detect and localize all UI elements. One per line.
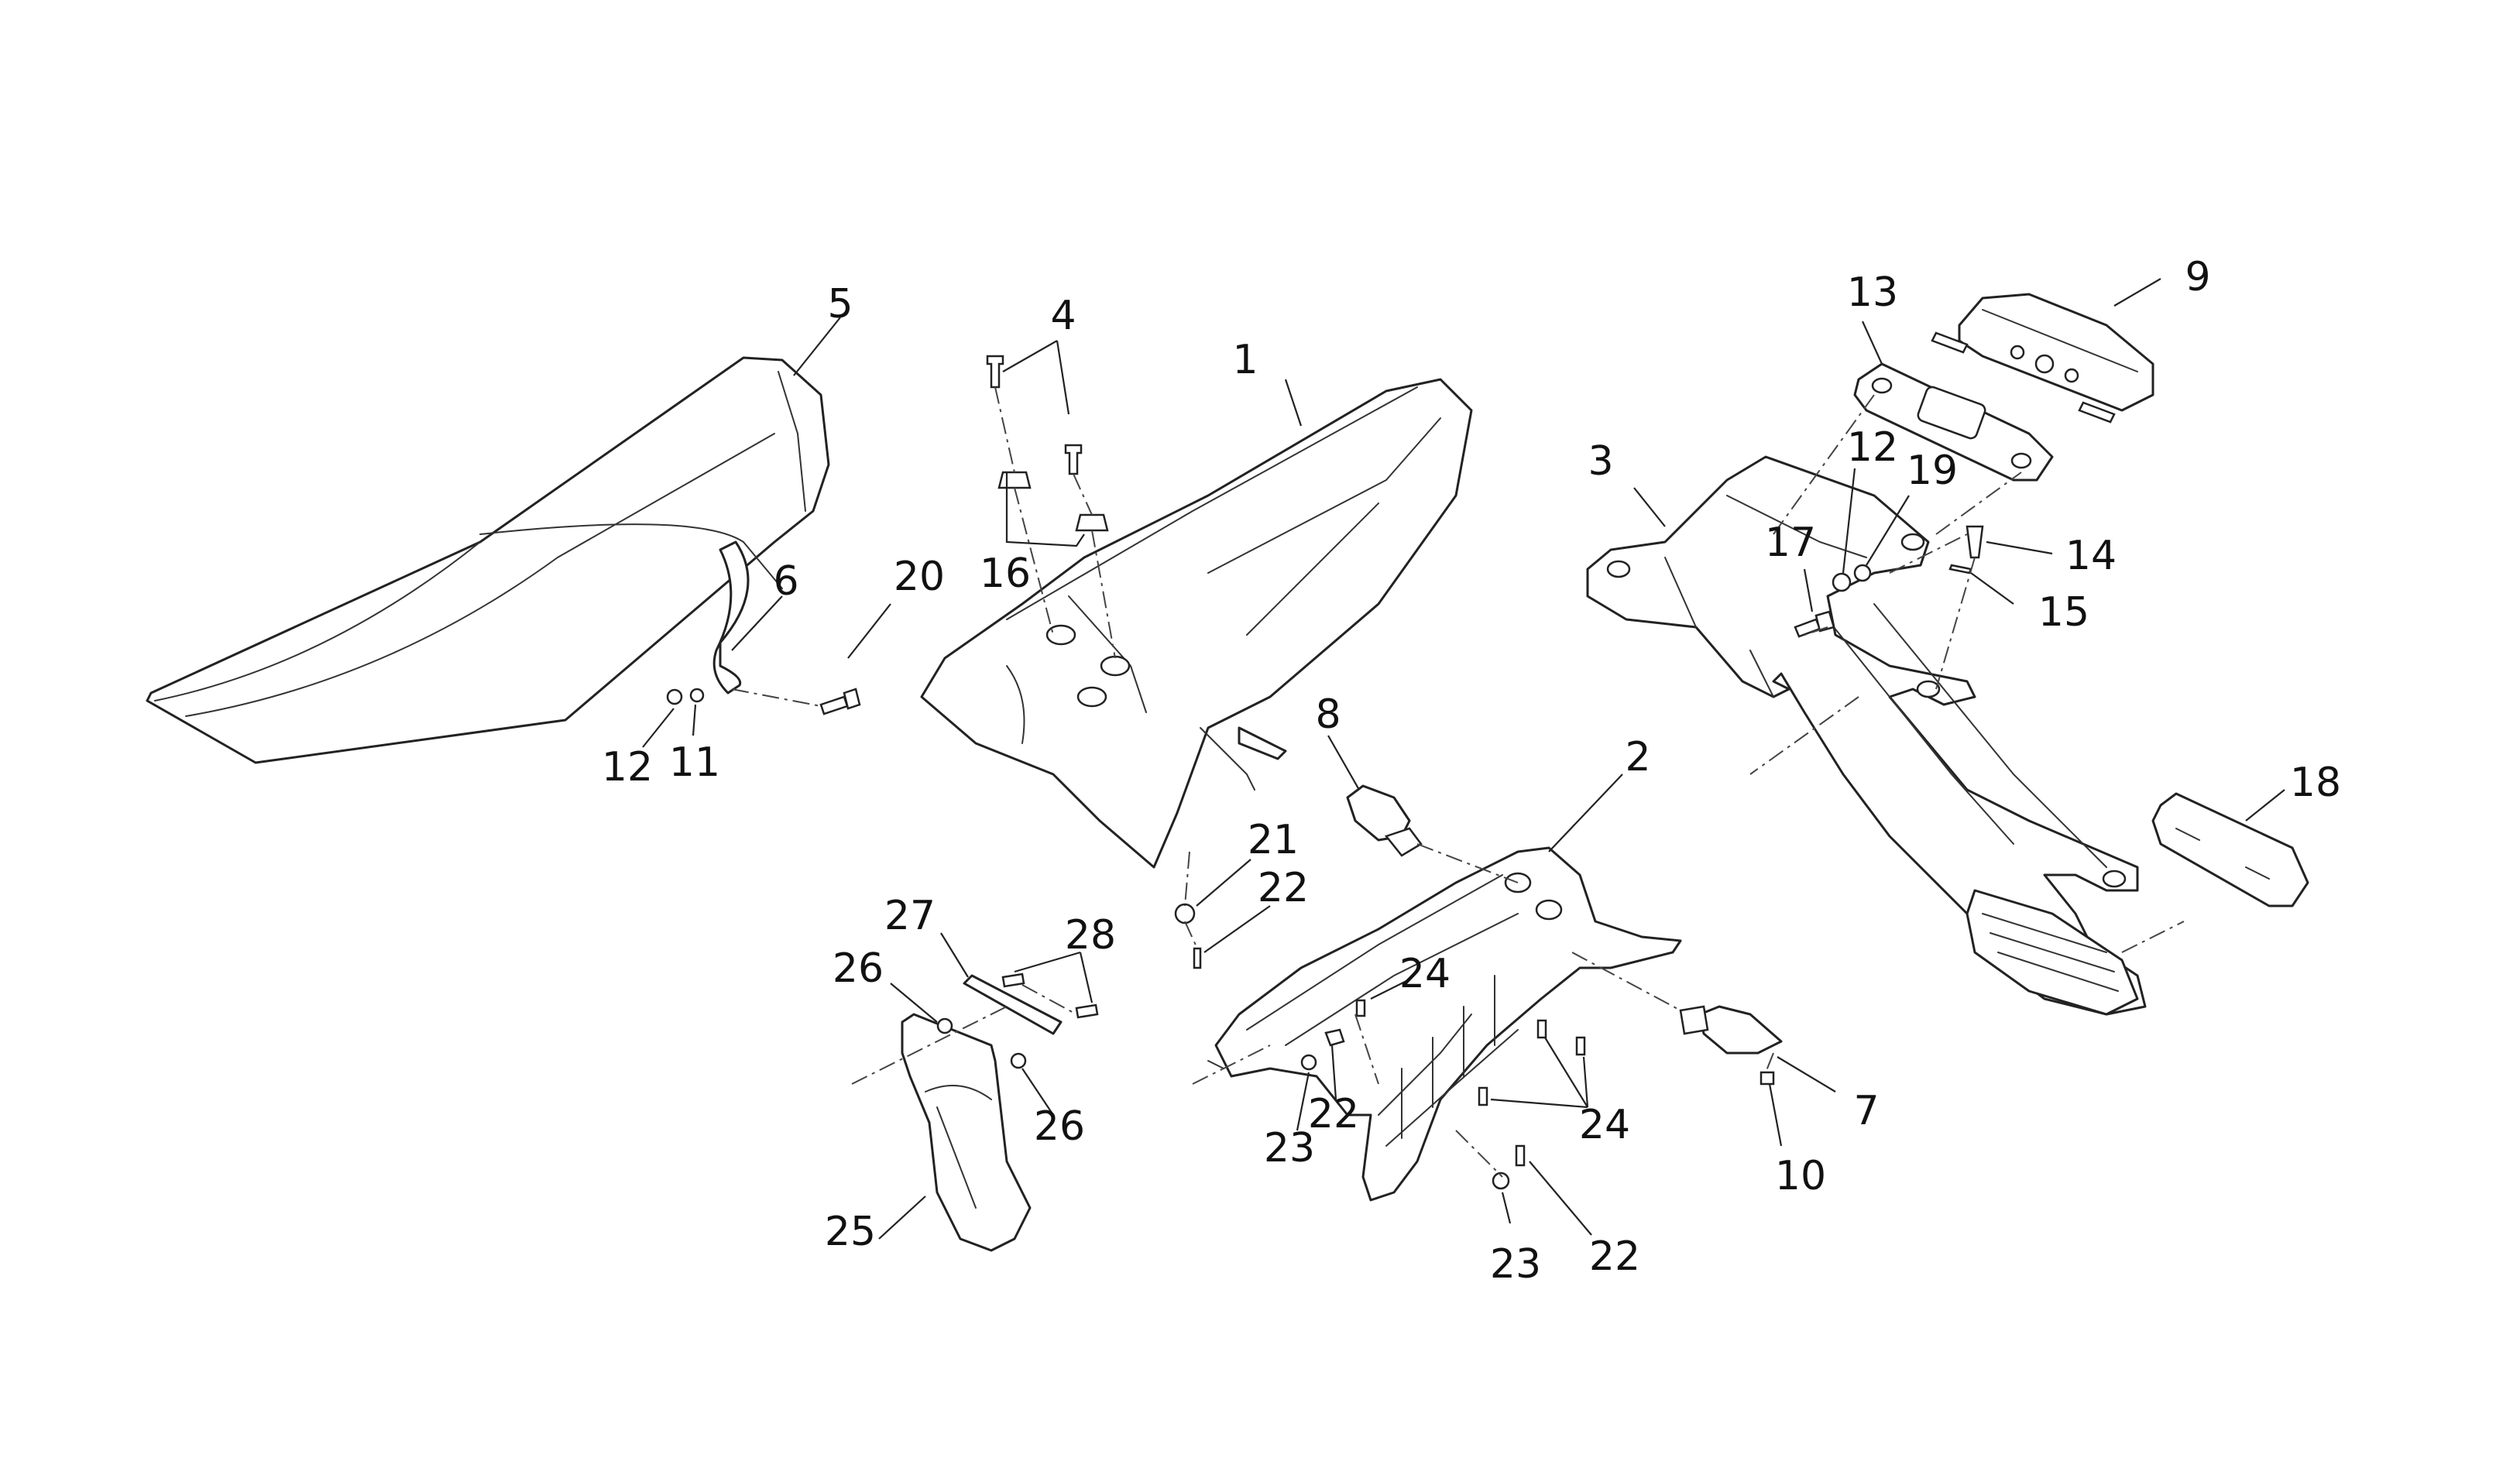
callout-3: 3 — [1588, 438, 1613, 485]
callout-27: 27 — [884, 893, 936, 939]
license-plate — [2151, 792, 2309, 907]
callout-6: 6 — [773, 558, 798, 605]
seat — [146, 356, 830, 764]
callout-22: 22 — [1589, 1233, 1640, 1280]
callout-12: 12 — [602, 744, 653, 791]
callout-labels: 5 4 1 16 6 20 12 11 8 21 22 27 28 26 26 … — [602, 254, 2341, 1288]
callout-18: 18 — [2290, 760, 2341, 806]
callout-9: 9 — [2185, 254, 2210, 300]
callout-13: 13 — [1847, 269, 1898, 316]
assembly-lines — [731, 386, 2185, 1178]
callout-28: 28 — [1065, 912, 1116, 959]
callout-24: 24 — [1399, 951, 1451, 997]
callout-10: 10 — [1775, 1153, 1826, 1199]
callout-19: 19 — [1907, 448, 1958, 494]
callout-12: 12 — [1847, 424, 1898, 471]
taillight-gasket — [1853, 362, 2054, 482]
rear-mudguard-inner — [1207, 846, 1682, 1202]
callout-5: 5 — [827, 281, 853, 328]
callout-24: 24 — [1579, 1102, 1630, 1148]
callout-7: 7 — [1853, 1088, 1879, 1134]
callout-15: 15 — [2038, 589, 2089, 636]
mud-flap — [901, 1013, 1032, 1252]
callout-16: 16 — [980, 551, 1031, 597]
callout-4: 4 — [1050, 293, 1076, 339]
callout-23: 23 — [1490, 1241, 1541, 1288]
callout-11: 11 — [669, 739, 720, 786]
turn-signal-right — [1679, 1005, 1783, 1055]
leader-lines — [642, 278, 2285, 1240]
callout-20: 20 — [894, 554, 945, 600]
callout-26: 26 — [1034, 1103, 1085, 1150]
callout-1: 1 — [1232, 337, 1258, 383]
rear-frame-bracket — [1586, 455, 2147, 1016]
callout-26: 26 — [833, 945, 884, 992]
callout-22: 22 — [1308, 1091, 1359, 1137]
callout-25: 25 — [825, 1209, 876, 1255]
callout-17: 17 — [1765, 520, 1816, 566]
callout-21: 21 — [1248, 817, 1299, 863]
turn-signal-left — [1346, 784, 1423, 857]
callout-8: 8 — [1315, 691, 1341, 738]
hardware-fasteners — [666, 355, 1984, 1190]
taillight — [1931, 293, 2154, 424]
callout-23: 23 — [1264, 1125, 1315, 1171]
callout-22: 22 — [1258, 865, 1309, 911]
mud-flap-plate — [963, 974, 1063, 1035]
rear-fender — [920, 378, 1473, 869]
callout-2: 2 — [1625, 734, 1650, 780]
callout-14: 14 — [2065, 533, 2117, 579]
